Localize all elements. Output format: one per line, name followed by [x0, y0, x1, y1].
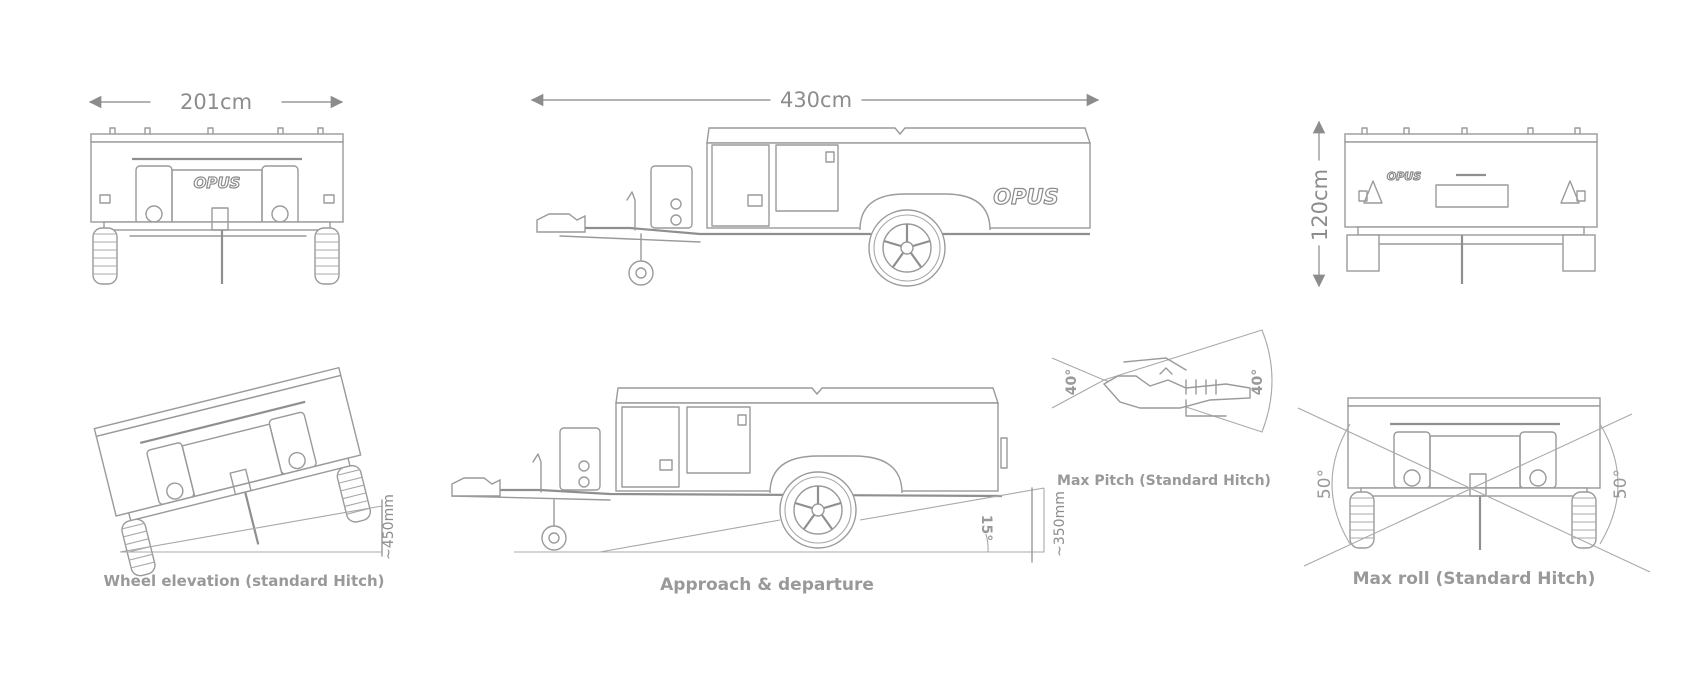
approach-departure-view: 15° ~350mm Approach & departure [451, 387, 1068, 595]
approach-angle: 15° [978, 515, 994, 541]
pitch-up-angle: 40° [1064, 369, 1080, 395]
max-roll-view: 50° 50° Max roll (Standard Hitch) [1297, 397, 1651, 589]
caption-max-pitch: Max Pitch (Standard Hitch) [1057, 473, 1271, 489]
rear-view: 120cm OPUS [1308, 120, 1598, 288]
svg-text:OPUS: OPUS [1387, 170, 1421, 183]
front-view: 201cm OPUS [88, 90, 344, 285]
length-dimension: 430cm [780, 88, 852, 112]
max-pitch-view: 40° 40° Max Pitch (Standard Hitch) [1051, 329, 1273, 489]
roll-right-angle: 50° [1611, 469, 1631, 499]
caption-max-roll: Max roll (Standard Hitch) [1353, 569, 1596, 589]
pitch-down-angle: 40° [1250, 369, 1266, 395]
caption-approach-departure: Approach & departure [660, 575, 874, 595]
svg-text:OPUS: OPUS [993, 185, 1058, 209]
brand-logo: OPUS [194, 174, 241, 192]
caption-wheel-elevation: Wheel elevation (standard Hitch) [103, 572, 384, 590]
width-dimension: 201cm [180, 90, 252, 114]
height-dimension: 120cm [1308, 169, 1332, 241]
side-view: 430cm OPUS [530, 88, 1100, 288]
wheel-lift-dimension: ~450mm [381, 494, 397, 560]
wheel-elevation-view: ~450mm Wheel elevation (standard Hitch) [93, 366, 397, 590]
roll-left-angle: 50° [1315, 469, 1335, 499]
ground-clearance-dimension: ~350mm [1052, 491, 1068, 557]
